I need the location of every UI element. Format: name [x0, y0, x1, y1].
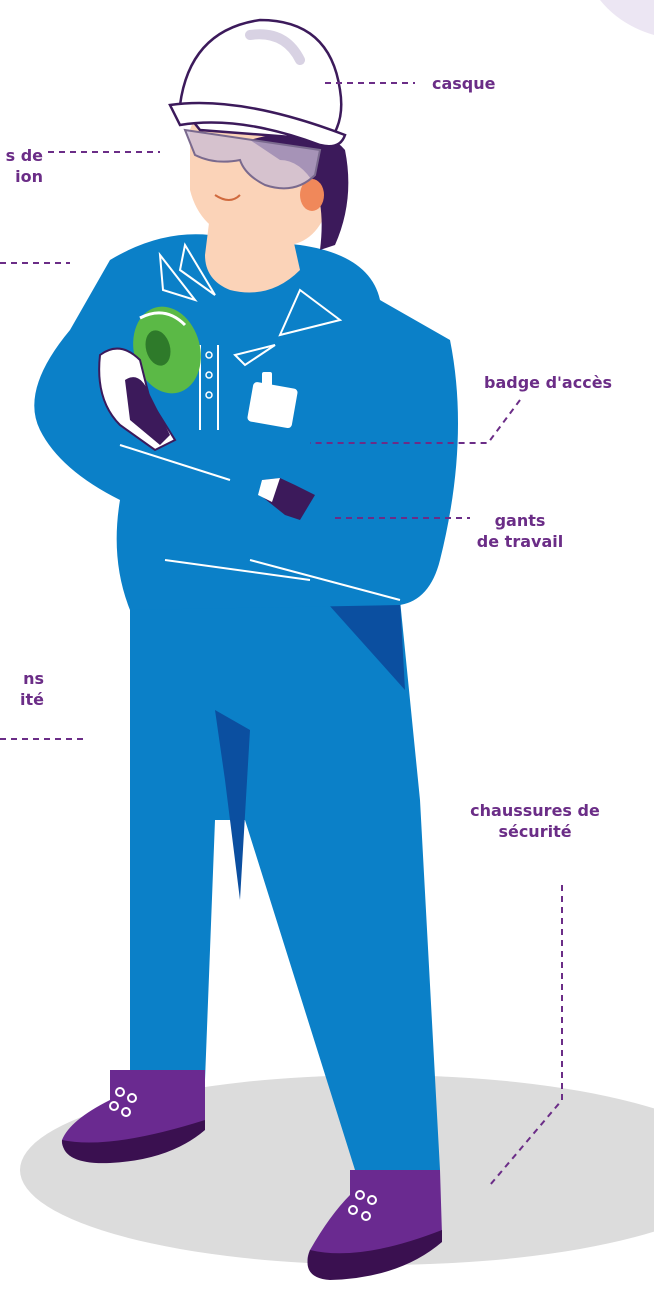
label-lunettes: s de ion [6, 145, 43, 187]
hard-hat-icon [170, 20, 345, 146]
label-casque: casque [432, 73, 496, 94]
label-gants: gants de travail [475, 510, 565, 552]
label-badge: badge d'accès [484, 372, 612, 393]
corner-decoration [600, 0, 654, 35]
label-bouchons: ns ité [20, 668, 44, 710]
label-chaussures: chaussures de sécurité [455, 800, 615, 842]
